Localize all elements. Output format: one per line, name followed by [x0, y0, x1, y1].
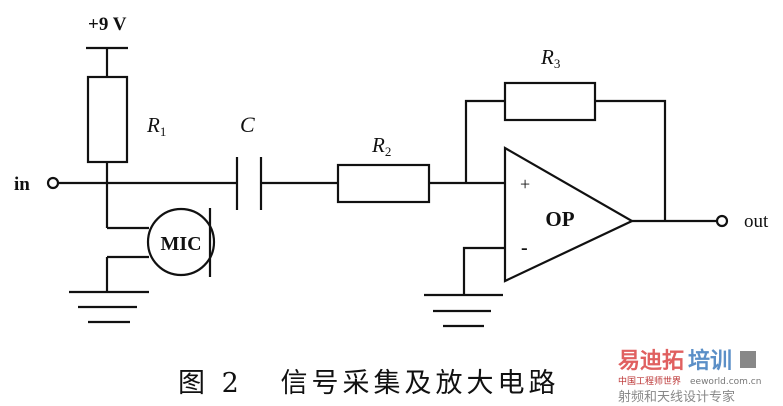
minus-input-label: - [521, 237, 528, 259]
r3-letter: R [540, 45, 554, 69]
plus-input-label: + [520, 174, 530, 194]
watermark-brand-blue: 培训 [688, 348, 732, 374]
watermark-site-cn: 中国工程师世界 [618, 375, 681, 387]
r2-label: R2 [371, 133, 391, 159]
ground-icon [69, 290, 149, 324]
input-label: in [14, 174, 30, 195]
microphone [146, 207, 216, 277]
input-terminal [46, 176, 60, 190]
r1-label: R1 [146, 113, 166, 139]
r1-subscript: 1 [160, 124, 167, 139]
watermark-slogan: 射频和天线设计专家 [618, 389, 735, 405]
wire [462, 246, 505, 295]
watermark-logo: 易迪拓 培训 中国工程师世界 eeworld.com.cn 射频和天线设计专家 [618, 348, 761, 405]
supply-label: +9 V [88, 14, 127, 35]
resistor-r1 [86, 75, 129, 164]
watermark-emblem-icon [740, 351, 756, 368]
watermark-brand-red: 易迪拓 [618, 349, 684, 374]
output-terminal [715, 214, 729, 228]
wire [595, 99, 667, 221]
wire [464, 99, 505, 183]
r2-subscript: 2 [385, 144, 392, 159]
mic-label: MIC [160, 233, 201, 255]
output-label: out [744, 211, 769, 232]
opamp [503, 146, 635, 283]
figure-caption: 图 2 信号采集及放大电路 [178, 368, 560, 399]
r3-label: R3 [540, 45, 560, 71]
capacitor-label: C [240, 112, 255, 137]
opamp-label: OP [545, 207, 574, 231]
r2-letter: R [371, 133, 385, 157]
resistor-r3 [503, 81, 597, 122]
ground-icon [424, 293, 503, 328]
r1-letter: R [146, 113, 160, 137]
r3-subscript: 3 [554, 56, 561, 71]
watermark-site: eeworld.com.cn [690, 377, 761, 387]
resistor-r2 [336, 163, 431, 204]
